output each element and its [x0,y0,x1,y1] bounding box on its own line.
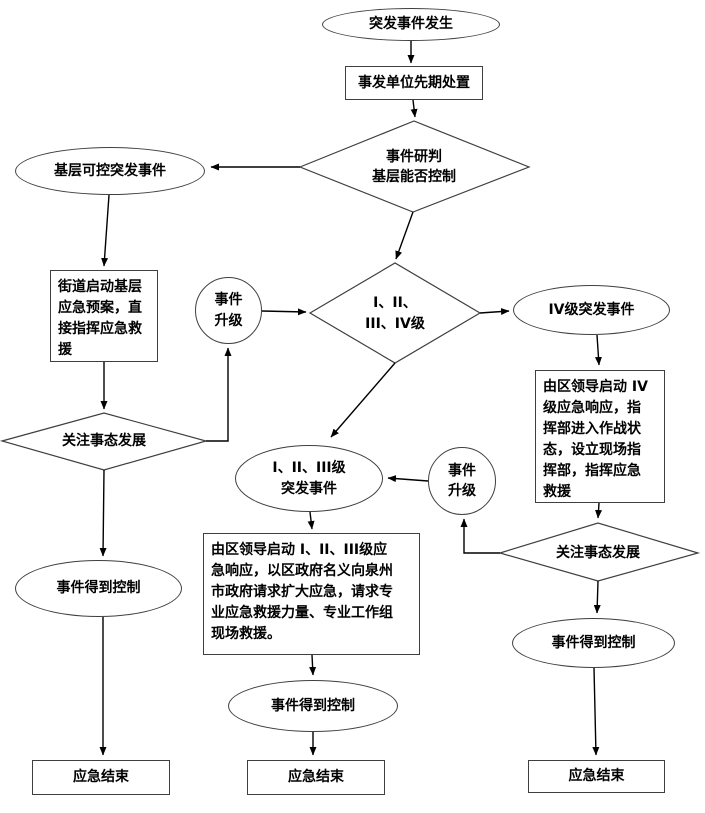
edge-watchright-to-controlledright [593,580,601,614]
edge-grassroots-to-streetplan [101,194,110,267]
edge-judge-to-leveldecision [395,211,414,260]
node-watch-right-label: 关注事态发展 [556,544,640,561]
edge-watchright-to-escalate2 [460,518,500,554]
node-controlled-left: 事件得到控制 [15,560,182,617]
node-level4-event: IV级突发事件 [513,285,670,335]
edge-escalate2-to-level123 [387,475,429,483]
node-controlled-right: 事件得到控制 [512,618,675,668]
node-end-right: 应急结束 [528,760,665,793]
node-watch-left-label: 关注事态发展 [62,432,146,449]
edge-level4-to-level4response [594,334,602,366]
node-level123-response: 由区领导启动 I、II、III级应 急响应，以区政府名义向泉州 市政府请求扩大应… [203,533,420,655]
node-level-decision-label: I、II、 III、IV级 [365,295,425,332]
node-end-left: 应急结束 [32,760,170,795]
edge-watchleft-to-escalate1 [206,347,232,442]
edge-level4response-to-watchright [595,502,603,519]
edge-controlledright-to-endright [592,667,600,756]
edge-level123-to-level123response [307,511,315,530]
edge-watchleft-to-controlledleft [99,469,107,557]
watch-right-diamond-shape [497,522,701,582]
node-initial-disposal: 事发单位先期处置 [345,66,483,100]
edge-level123response-to-controlledmid [309,654,317,676]
node-end-mid: 应急结束 [247,760,385,795]
node-start: 突发事件发生 [322,8,500,41]
node-grassroots-event: 基层可控突发事件 [15,147,205,195]
node-controlled-mid: 事件得到控制 [228,680,398,732]
edge-leveldecision-to-level123 [330,362,396,438]
node-level123-event: I、II、III级 突发事件 [235,445,383,512]
node-judge-decision-label: 事件研判 基层能否控制 [372,148,456,185]
node-level4-response: 由区领导启动 IV 级应急响应，指 挥部进入作战状 态，设立现场指 挥部，指挥应… [535,370,665,503]
node-street-plan: 街道启动基层 应急预案，直 接指挥应急救 援 [50,270,158,362]
node-escalate-2: 事件 升级 [428,447,496,515]
edge-leveldecision-to-level4 [479,308,510,316]
edge-disposal-to-judge [410,99,418,118]
judge-decision-diamond-shape [298,120,531,213]
edge-escalate1-to-leveldecision [261,308,307,316]
node-escalate-1: 事件 升级 [195,277,262,344]
